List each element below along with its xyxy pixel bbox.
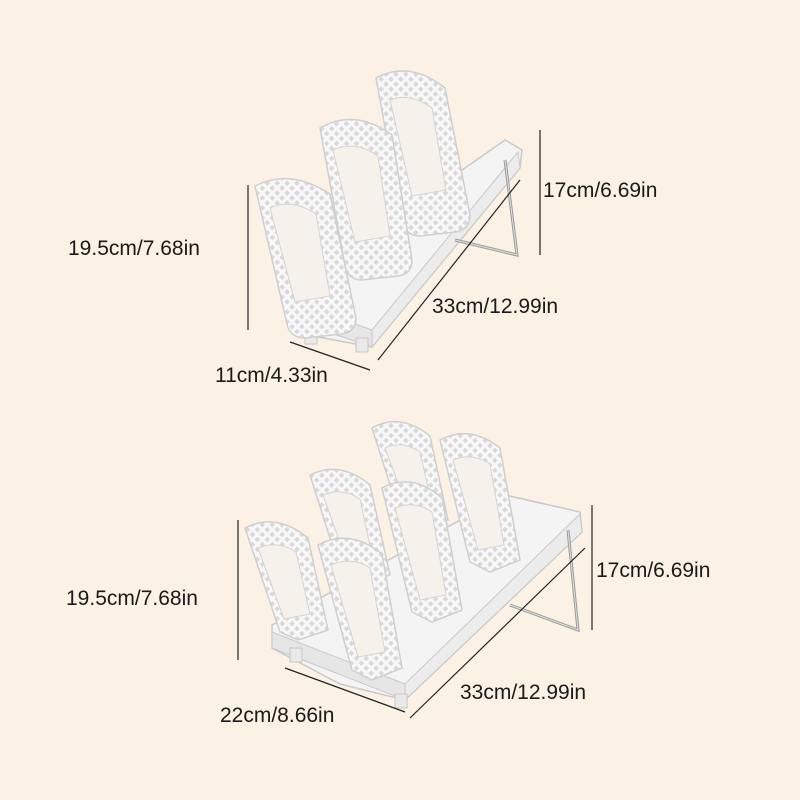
top-rack-image <box>254 70 523 353</box>
top-rack-rear-height-label: 17cm/6.69in <box>543 179 658 202</box>
top-rack-dimension-lines <box>247 130 541 371</box>
bottom-rack-height-label: 19.5cm/7.68in <box>66 587 198 610</box>
bottom-rack-length-label: 33cm/12.99in <box>460 681 587 704</box>
top-rack-width-label: 11cm/4.33in <box>215 364 328 387</box>
bottom-rack-width-label: 22cm/8.66in <box>220 704 335 727</box>
top-rack-length-label: 33cm/12.99in <box>432 295 559 318</box>
top-rack-height-label: 19.5cm/7.68in <box>68 237 200 260</box>
bottom-rack-image <box>244 420 583 709</box>
bottom-rack-dimension-lines <box>237 505 593 719</box>
bottom-rack-rear-height-label: 17cm/6.69in <box>596 559 711 582</box>
